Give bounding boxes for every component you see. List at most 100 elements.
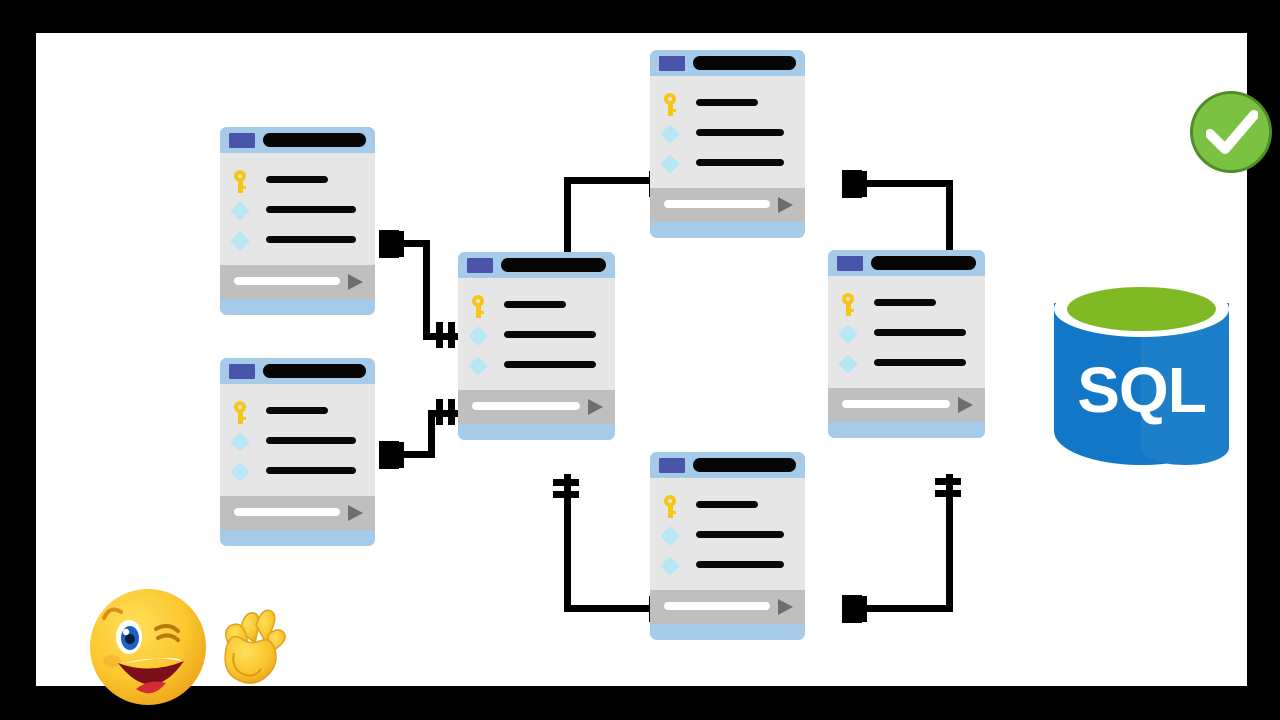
field-row-primary-key[interactable]	[220, 398, 375, 428]
table-header	[458, 252, 615, 278]
table-icon	[229, 133, 255, 148]
play-triangle-icon[interactable]	[348, 505, 363, 521]
play-triangle-icon[interactable]	[348, 274, 363, 290]
footer-input[interactable]	[234, 508, 340, 516]
success-check-badge	[1190, 91, 1272, 173]
table-header	[220, 127, 375, 153]
diamond-icon	[660, 555, 680, 577]
field-name-placeholder	[696, 159, 784, 166]
table-footer[interactable]	[650, 590, 805, 624]
footer-input[interactable]	[234, 277, 340, 285]
field-name-placeholder	[504, 331, 596, 338]
table-header	[650, 50, 805, 76]
footer-input[interactable]	[472, 402, 580, 410]
sql-database-logo: SQL	[1054, 281, 1229, 487]
emoji-illustration	[90, 589, 286, 705]
card-bottom-strip	[650, 624, 805, 640]
cylinder-top-green	[1067, 287, 1216, 331]
field-name-placeholder	[874, 359, 966, 366]
table-fields	[650, 76, 805, 188]
table-card-top-center[interactable]	[650, 50, 805, 238]
diamond-icon	[468, 325, 488, 347]
table-fields	[458, 278, 615, 390]
field-row[interactable]	[458, 322, 615, 352]
table-footer[interactable]	[220, 496, 375, 530]
table-icon	[659, 458, 685, 473]
table-footer[interactable]	[458, 390, 615, 424]
table-card-bottom-center[interactable]	[650, 452, 805, 640]
table-card-right[interactable]	[828, 250, 985, 438]
key-icon	[232, 170, 249, 193]
field-row[interactable]	[828, 350, 985, 380]
field-row-primary-key[interactable]	[458, 292, 615, 322]
card-bottom-strip	[828, 422, 985, 438]
diamond-icon	[230, 200, 250, 222]
winking-smiley-ok-hand-emoji	[88, 585, 298, 710]
field-row[interactable]	[650, 522, 805, 552]
field-name-placeholder	[874, 299, 936, 306]
key-icon	[232, 401, 249, 424]
footer-input[interactable]	[664, 200, 770, 208]
play-triangle-icon[interactable]	[778, 599, 793, 615]
field-row-primary-key[interactable]	[828, 290, 985, 320]
field-row[interactable]	[458, 352, 615, 382]
table-icon	[467, 258, 493, 273]
table-fields	[828, 276, 985, 388]
table-footer[interactable]	[220, 265, 375, 299]
table-name-placeholder	[693, 458, 796, 472]
field-row[interactable]	[828, 320, 985, 350]
table-icon	[659, 56, 685, 71]
field-row[interactable]	[650, 120, 805, 150]
card-bottom-strip	[650, 222, 805, 238]
table-header	[650, 452, 805, 478]
checkmark-icon	[1206, 110, 1258, 154]
table-header	[220, 358, 375, 384]
table-icon	[229, 364, 255, 379]
diamond-icon	[660, 153, 680, 175]
field-name-placeholder	[696, 531, 784, 538]
field-row-primary-key[interactable]	[650, 492, 805, 522]
diamond-icon	[468, 355, 488, 377]
field-name-placeholder	[696, 129, 784, 136]
footer-input[interactable]	[842, 400, 950, 408]
field-row-primary-key[interactable]	[650, 90, 805, 120]
key-icon	[470, 295, 487, 318]
field-row[interactable]	[220, 197, 375, 227]
table-name-placeholder	[501, 258, 606, 272]
field-row[interactable]	[650, 150, 805, 180]
field-row[interactable]	[220, 428, 375, 458]
table-card-center[interactable]	[458, 252, 615, 440]
field-name-placeholder	[696, 99, 758, 106]
diamond-icon	[838, 323, 858, 345]
table-name-placeholder	[263, 133, 366, 147]
diamond-icon	[230, 461, 250, 483]
play-triangle-icon[interactable]	[958, 397, 973, 413]
table-header	[828, 250, 985, 276]
play-triangle-icon[interactable]	[588, 399, 603, 415]
diamond-icon	[230, 431, 250, 453]
field-row[interactable]	[650, 552, 805, 582]
field-row-primary-key[interactable]	[220, 167, 375, 197]
diamond-icon	[838, 353, 858, 375]
table-card-top-left[interactable]	[220, 127, 375, 315]
table-card-bottom-left[interactable]	[220, 358, 375, 546]
table-fields	[220, 384, 375, 496]
field-name-placeholder	[504, 301, 566, 308]
field-row[interactable]	[220, 458, 375, 488]
table-footer[interactable]	[650, 188, 805, 222]
sql-logo-text: SQL	[1077, 354, 1207, 426]
table-name-placeholder	[693, 56, 796, 70]
field-name-placeholder	[266, 176, 328, 183]
field-row[interactable]	[220, 227, 375, 257]
table-icon	[837, 256, 863, 271]
card-bottom-strip	[220, 530, 375, 546]
field-name-placeholder	[266, 407, 328, 414]
footer-input[interactable]	[664, 602, 770, 610]
table-footer[interactable]	[828, 388, 985, 422]
field-name-placeholder	[266, 206, 356, 213]
field-name-placeholder	[266, 467, 356, 474]
play-triangle-icon[interactable]	[778, 197, 793, 213]
key-icon	[662, 495, 679, 518]
diagram-canvas: SQL	[36, 33, 1272, 705]
key-icon	[840, 293, 857, 316]
